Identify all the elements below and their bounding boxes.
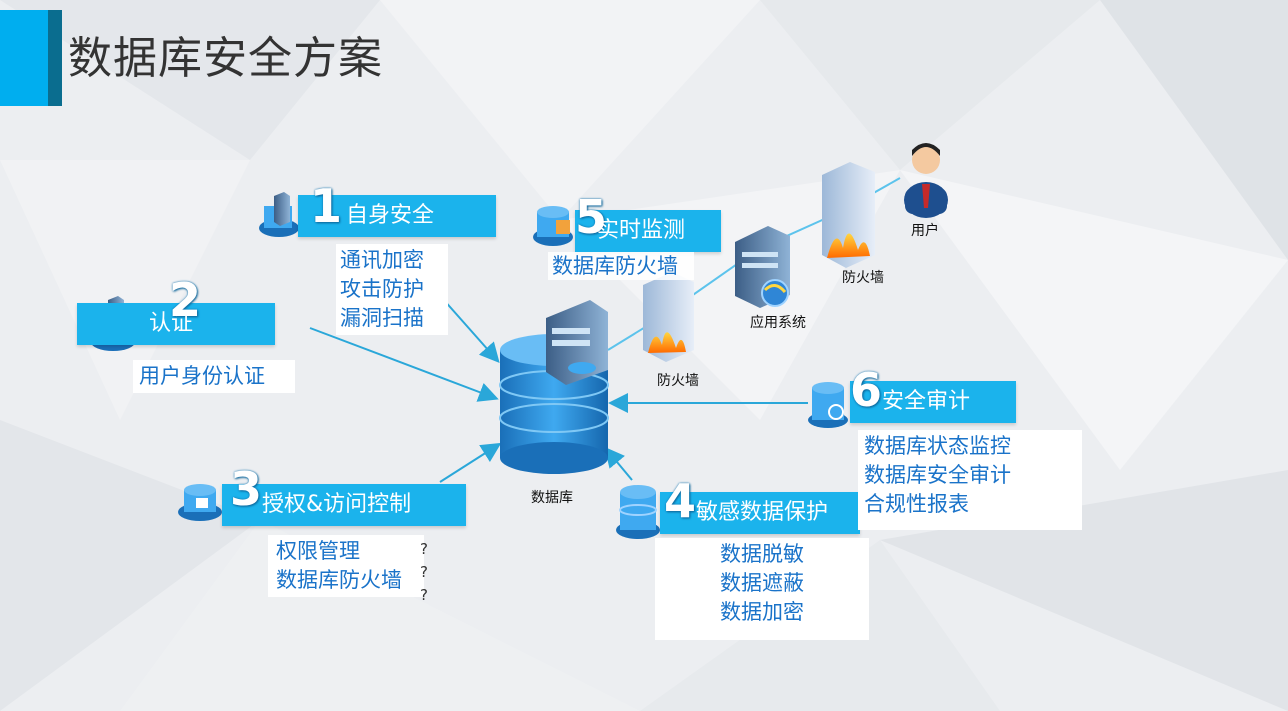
item-4-line: 数据遮蔽 <box>720 571 804 595</box>
user-label: 用户 <box>911 223 939 239</box>
item-6-line: 合规性报表 <box>864 492 969 516</box>
firewall-icon <box>822 162 875 268</box>
item-5-title: 实时监测 <box>597 218 686 243</box>
broken-glyph: ? <box>420 563 428 581</box>
broken-glyph: ? <box>420 540 428 558</box>
item-1-card: 通讯加密 攻击防护 漏洞扫描 <box>336 244 448 335</box>
broken-glyph: ? <box>420 586 428 604</box>
item-4-card: 数据脱敏 数据遮蔽 数据加密 <box>655 538 869 640</box>
item-5-card: 数据库防火墙 <box>548 252 694 280</box>
item-3-number: 3 <box>230 462 263 516</box>
item-1-number: 1 <box>310 179 343 233</box>
item-2-card: 用户身份认证 <box>133 360 295 393</box>
item-3-card: 权限管理 数据库防火墙 <box>268 535 424 597</box>
user-icon <box>904 143 948 218</box>
item-2-header: 2 认证 <box>77 277 275 345</box>
item-4-number: 4 <box>664 474 697 528</box>
item-4-header: 4 敏感数据保护 <box>660 478 860 534</box>
item-2-line: 用户身份认证 <box>139 364 265 388</box>
item-5-header: 5 实时监测 <box>575 194 721 252</box>
item-1-header: 1 自身安全 <box>298 183 496 237</box>
item-1-title: 自身安全 <box>346 203 435 228</box>
item-2-number: 2 <box>169 273 202 327</box>
item-6-line: 数据库状态监控 <box>864 434 1011 458</box>
item-6-card: 数据库状态监控 数据库安全审计 合规性报表 <box>858 430 1082 530</box>
item-6-number: 6 <box>850 363 883 417</box>
arrow-3 <box>439 442 502 483</box>
realtime-monitor-icon <box>533 206 573 246</box>
item-1-line: 漏洞扫描 <box>340 306 424 330</box>
firewall-icon <box>643 272 694 362</box>
title-accent-edge <box>48 10 62 106</box>
item-4-line: 数据加密 <box>720 600 804 624</box>
self-security-icon <box>259 192 299 237</box>
item-3-title: 授权&访问控制 <box>262 492 412 517</box>
item-1-line: 攻击防护 <box>340 277 424 301</box>
item-5-number: 5 <box>575 190 608 244</box>
item-2-title: 认证 <box>149 311 194 336</box>
db-server-icon <box>546 300 608 385</box>
sensitive-data-icon <box>616 485 660 539</box>
access-control-icon <box>178 484 222 521</box>
item-6-title: 安全审计 <box>882 389 971 414</box>
arrow-4 <box>604 446 633 481</box>
page-title: 数据库安全方案 <box>68 33 383 84</box>
app-system-label: 应用系统 <box>750 315 806 331</box>
item-4-line: 数据脱敏 <box>720 542 804 566</box>
firewall-user-label: 防火墙 <box>842 270 884 286</box>
item-3-header: 3 授权&访问控制 <box>222 466 466 526</box>
item-1-line: 通讯加密 <box>340 248 424 272</box>
app-server-icon <box>735 226 790 308</box>
item-6-header: 6 安全审计 <box>850 367 1016 423</box>
item-3-line: 权限管理 <box>276 539 360 563</box>
item-5-line: 数据库防火墙 <box>552 254 678 278</box>
item-6-line: 数据库安全审计 <box>864 463 1011 487</box>
database-label: 数据库 <box>531 490 573 506</box>
item-4-title: 敏感数据保护 <box>696 500 829 525</box>
firewall-db-label: 防火墙 <box>657 373 699 389</box>
arrow-2 <box>309 327 499 402</box>
item-3-line: 数据库防火墙 <box>276 568 402 592</box>
audit-icon <box>808 382 848 428</box>
